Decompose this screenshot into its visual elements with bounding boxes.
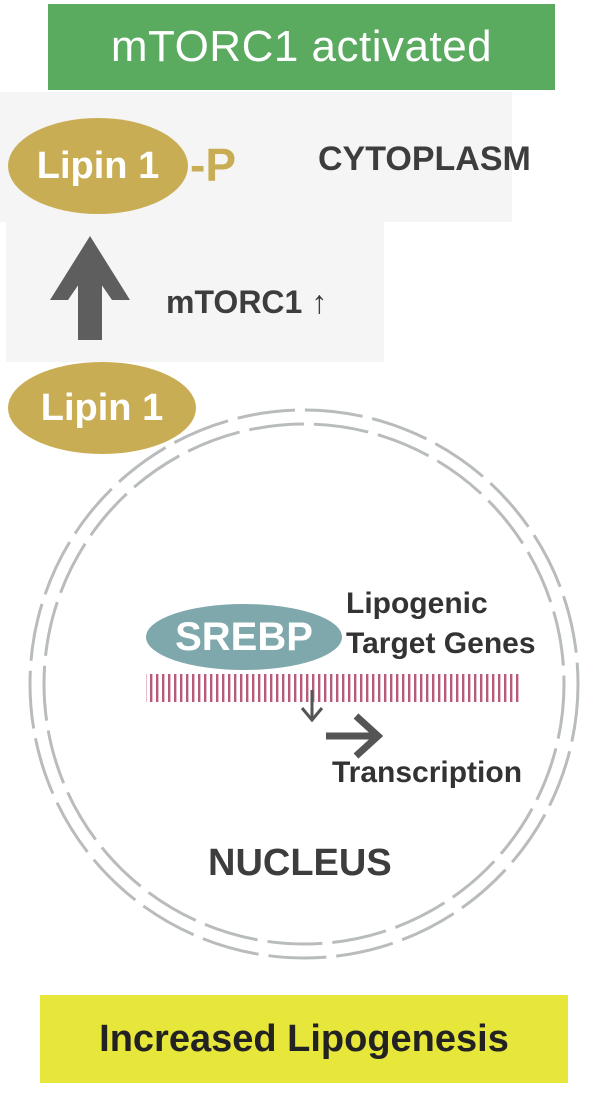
lipin1-phosphorylated-label: Lipin 1 bbox=[36, 144, 160, 187]
lipogenic-genes-line2: Target Genes bbox=[346, 627, 536, 660]
cytoplasm-label: CYTOPLASM bbox=[318, 140, 531, 178]
srebp-label: SREBP bbox=[175, 614, 313, 659]
right-arrow-icon bbox=[326, 713, 384, 759]
down-arrow-icon bbox=[300, 690, 324, 723]
increased-lipogenesis-box: Increased Lipogenesis bbox=[40, 995, 568, 1083]
phosphate-group-label: -P bbox=[190, 139, 236, 191]
srebp-oval: SREBP bbox=[146, 604, 342, 670]
lipin1-oval: Lipin 1 bbox=[8, 362, 196, 454]
mtorc1-increase-label: mTORC1 ↑ bbox=[166, 284, 328, 320]
mtorc1-activated-banner: mTORC1 activated bbox=[48, 4, 555, 90]
lipin1-label: Lipin 1 bbox=[40, 386, 164, 429]
lipin1-phosphorylated-oval: Lipin 1 bbox=[8, 118, 188, 214]
nuclear-envelope bbox=[28, 408, 580, 960]
dna-strand bbox=[146, 674, 520, 702]
lipogenic-genes-label: Lipogenic Target Genes bbox=[346, 584, 536, 664]
lipogenic-genes-line1: Lipogenic bbox=[346, 587, 488, 620]
nucleus-label: NUCLEUS bbox=[208, 842, 392, 884]
up-arrow-icon bbox=[50, 236, 130, 340]
transcription-label: Transcription bbox=[332, 756, 523, 789]
